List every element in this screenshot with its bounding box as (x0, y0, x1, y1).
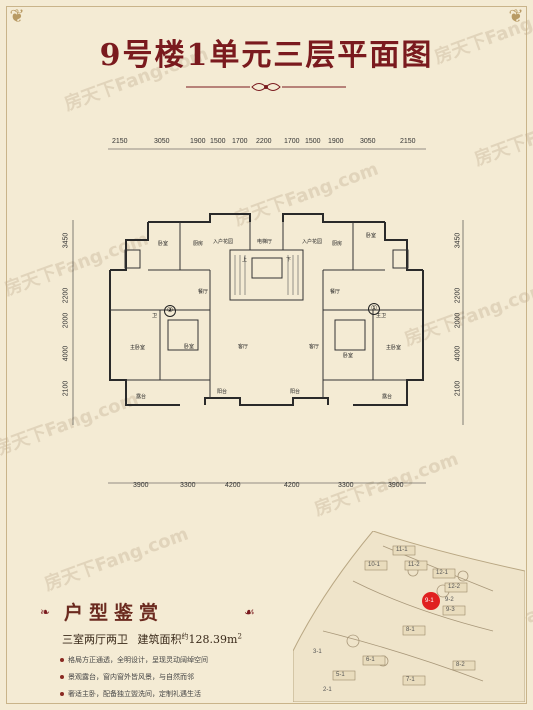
building-label: 3-1 (313, 649, 322, 655)
room-label: 露台 (382, 394, 393, 400)
building-label-highlight: 9-1 (425, 598, 434, 604)
building-label: 10-1 (368, 562, 381, 568)
building-label: 7-1 (406, 677, 415, 683)
area-label: 建筑面积 (137, 633, 182, 646)
room-label: 卧室 (158, 241, 169, 247)
room-label: 入户花园 (213, 239, 234, 245)
area-unit: m (227, 633, 238, 646)
area-value: 128.39 (188, 633, 228, 646)
approx-text: 约 (181, 632, 189, 641)
left-dim-label: 2200 (62, 287, 70, 304)
dim-label: 2150 (400, 138, 416, 145)
room-label: 卫 (152, 313, 158, 319)
building-label: 5-1 (336, 672, 345, 678)
dim-label: 1500 (305, 138, 321, 145)
room-label: 露台 (136, 394, 147, 400)
building-label: 11-2 (408, 562, 420, 568)
left-dim-label: 2100 (62, 380, 70, 397)
bullet-icon (60, 658, 64, 662)
room-label: 客厅 (309, 344, 320, 350)
room-label: 阳台 (217, 389, 228, 395)
bullet-icon (60, 675, 64, 679)
dim-label: 3900 (388, 482, 404, 489)
floor-plan-walls (109, 213, 424, 406)
room-label: 入户花园 (302, 239, 323, 245)
ornament-icon: ❧ (40, 605, 51, 619)
corner-ornament-icon: ❦ (9, 6, 25, 27)
layout-text: 三室两厅两卫 (62, 633, 128, 646)
corner-ornament-icon: ❦ (508, 6, 524, 27)
page-frame (6, 6, 527, 704)
dim-label: 3050 (154, 138, 170, 145)
unit-summary: 三室两厅两卫 建筑面积约128.39m2 (62, 631, 242, 647)
unit-marker: ① (368, 303, 380, 315)
dim-label: 4200 (284, 482, 300, 489)
dimension-line (72, 220, 74, 425)
room-label: 主卧室 (130, 345, 146, 351)
dim-label: 3300 (338, 482, 354, 489)
feature-text: 奢适主卧，配备独立盥洗间，定制礼遇生活 (68, 690, 201, 698)
room-label: 餐厅 (330, 289, 341, 295)
feature-text: 格局方正通透，全明设计，呈现灵动阔绰空间 (68, 656, 208, 664)
dim-label: 1700 (284, 138, 300, 145)
building-label: 8-1 (406, 627, 415, 633)
left-dim-label: 2000 (62, 312, 70, 329)
page-title: 9号楼1单元三层平面图 (99, 38, 434, 73)
room-label: 电梯厅 (257, 239, 273, 245)
building-label: 6-1 (366, 657, 375, 663)
top-dimension-row: 2150 3050 1900 1500 1700 2200 1700 1500 … (108, 136, 426, 150)
room-label: 阳台 (290, 389, 301, 395)
dim-label: 1700 (232, 138, 248, 145)
building-label: 12-2 (448, 584, 461, 590)
dim-label: 3300 (180, 482, 196, 489)
dim-label: 2200 (256, 138, 272, 145)
building-label: 11-1 (396, 547, 408, 553)
dim-label: 1500 (210, 138, 226, 145)
bullet-icon (60, 692, 64, 696)
building-label: 9-2 (445, 597, 454, 603)
room-label: 厨房 (193, 241, 204, 247)
dim-label: 1900 (190, 138, 206, 145)
dimension-line (108, 482, 426, 484)
ornament-icon: ☙ (244, 605, 255, 619)
dim-label: 4200 (225, 482, 241, 489)
room-label: 主卧室 (386, 345, 402, 351)
room-label: 下 (286, 257, 292, 263)
feature-text: 景观露台，窗内窗外皆风景，与自然而邻 (68, 673, 194, 681)
building-label: 9-3 (446, 607, 455, 613)
room-label: 卧室 (343, 353, 354, 359)
area-unit-sup: 2 (237, 632, 242, 641)
dim-label: 1900 (328, 138, 344, 145)
room-label: 客厅 (238, 344, 249, 350)
site-plan: 11-1 11-2 10-1 12-1 12-2 9-1 9-2 9-3 8-1… (293, 531, 525, 702)
room-label: 厨房 (332, 241, 343, 247)
left-dim-label: 3450 (62, 232, 70, 249)
room-label: 卧室 (184, 344, 195, 350)
title-ornament-icon (186, 83, 346, 91)
dim-label: 3900 (133, 482, 149, 489)
left-dim-label: 4000 (62, 345, 70, 362)
dimension-line (108, 148, 426, 150)
section-title: 户型鉴赏 (64, 602, 165, 624)
floor-plan: 卧室 厨房 入户花园 电梯厅 入户花园 厨房 卧室 上 下 餐厅 餐厅 卫 主卫… (100, 210, 433, 420)
dimension-line (462, 220, 464, 425)
room-label: 餐厅 (198, 289, 209, 295)
building-label: 12-1 (436, 570, 449, 576)
unit-marker: ② (164, 305, 176, 317)
room-label: 主卫 (376, 313, 387, 319)
bottom-dimension-row: 3900 3300 4200 4200 3300 3900 (108, 480, 426, 494)
dim-label: 2150 (112, 138, 128, 145)
room-label: 上 (242, 257, 248, 263)
site-plan-map (293, 531, 525, 702)
room-label: 卧室 (366, 233, 377, 239)
building-label: 8-2 (456, 662, 465, 668)
building-label: 2-1 (323, 687, 332, 693)
dim-label: 3050 (360, 138, 376, 145)
